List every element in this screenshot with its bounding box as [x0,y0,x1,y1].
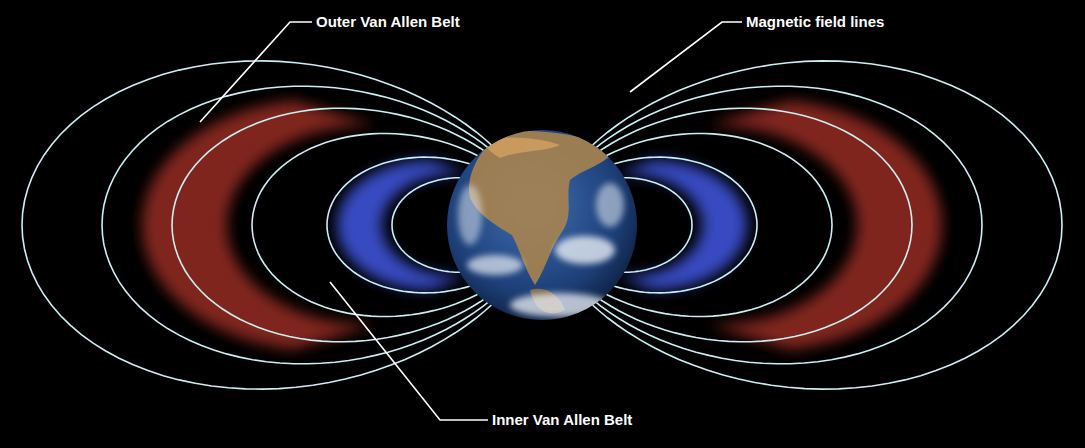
field-line [583,61,1062,389]
belt-label: Outer Van Allen Belt [316,13,460,31]
field-line [586,86,982,364]
field-line [172,108,494,342]
field-line [22,61,501,389]
field-line [590,108,912,342]
field-line [102,86,498,364]
leader-lines [200,22,742,420]
earth-globe [447,130,637,320]
field-label: Magnetic field lines [746,13,884,31]
belt-label: Inner Van Allen Belt [492,411,632,429]
